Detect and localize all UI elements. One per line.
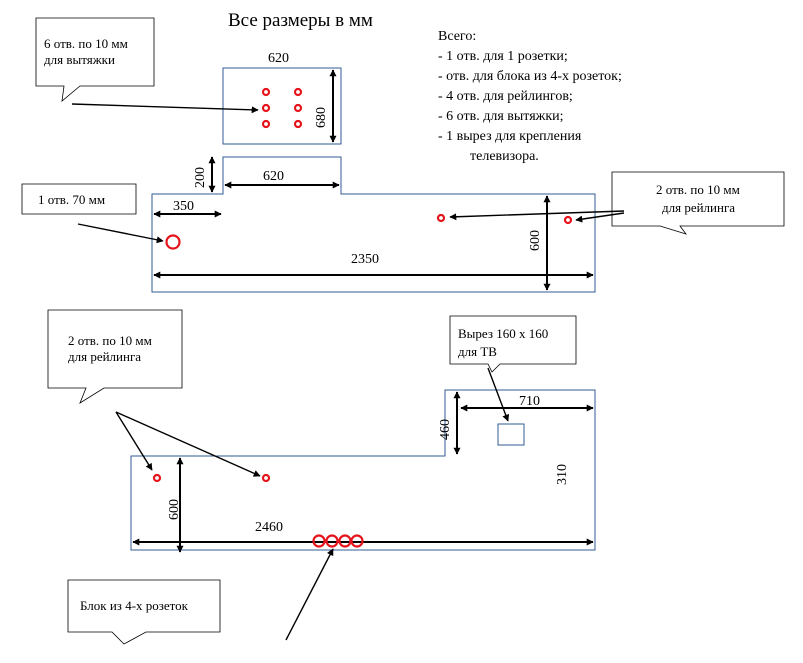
callout-socket-line: 1 отв. 70 мм [38, 192, 105, 207]
callout-rail-bottom-line: для рейлинга [68, 349, 141, 364]
callout-hood: 6 отв. по 10 мм для вытяжки [35, 17, 155, 102]
summary-line: телевизора. [470, 149, 539, 164]
hole-socket-70mm [165, 234, 181, 250]
leader-socket [77, 223, 164, 244]
hole-rail [152, 473, 162, 483]
hole-hood [261, 103, 271, 113]
hole-socket-block [312, 534, 326, 548]
hole-hood [293, 87, 303, 97]
leader-hood [71, 103, 259, 114]
dim-bottom-panel-height: 600 [167, 499, 182, 520]
hole-rail [563, 215, 573, 225]
dim-bottom-right-height: 310 [555, 464, 570, 485]
hole-hood [261, 119, 271, 129]
dim-bottom-panel-width: 2460 [255, 520, 283, 535]
callout-hood-line: 6 отв. по 10 мм [44, 36, 128, 51]
callout-rail-bottom: 2 отв. по 10 мм для рейлинга [47, 309, 183, 404]
socket-block-holes [312, 534, 364, 548]
bottom-wall-panel [130, 389, 596, 551]
summary-line: - 4 отв. для рейлингов; [438, 89, 573, 104]
hole-socket-block [325, 534, 339, 548]
hood-holes [261, 87, 303, 129]
leader-tv [487, 367, 510, 422]
top-wall-panel [151, 156, 596, 293]
leader-rail-bottom [115, 411, 261, 477]
hole-hood [293, 119, 303, 129]
diagram-title: Все размеры в мм [228, 10, 373, 31]
callout-rail-top-line: для рейлинга [662, 200, 735, 215]
dim-top-panel-height: 600 [528, 230, 543, 251]
leader-block [285, 548, 334, 641]
hole-rail [261, 473, 271, 483]
callout-rail-top-line: 2 отв. по 10 мм [656, 182, 740, 197]
dim-socket-offset: 350 [173, 199, 194, 214]
dim-top-panel-width: 2350 [351, 252, 379, 267]
callout-hood-line: для вытяжки [44, 52, 115, 67]
hole-hood [293, 103, 303, 113]
summary-line: - отв. для блока из 4-х розеток; [438, 69, 622, 84]
hole-rail [436, 213, 446, 223]
callout-tv-line: Вырез 160 х 160 [458, 326, 548, 341]
summary-heading: Всего: [438, 29, 476, 44]
callout-rail-top: 2 отв. по 10 мм для рейлинга [611, 171, 785, 235]
hole-socket-block [350, 534, 364, 548]
summary-line: - 1 отв. для 1 розетки; [438, 49, 568, 64]
dim-hood-height: 680 [314, 107, 329, 128]
callout-tv-line: для ТВ [458, 344, 497, 359]
dim-bottom-step-width: 710 [519, 394, 540, 409]
leader-rail-bottom [115, 411, 153, 471]
callout-block-line: Блок из 4-х розеток [80, 598, 189, 613]
dim-step-height: 200 [193, 167, 208, 188]
callout-socket: 1 отв. 70 мм [21, 183, 137, 215]
dim-bottom-step-height: 460 [438, 419, 453, 440]
summary-block: Всего: - 1 отв. для 1 розетки; - отв. дл… [438, 29, 622, 164]
tv-cutout [497, 423, 525, 446]
hole-hood [261, 87, 271, 97]
leader-rail-top [449, 210, 625, 221]
callout-tv: Вырез 160 х 160 для ТВ [449, 315, 577, 373]
callout-block: Блок из 4-х розеток [67, 579, 221, 645]
dim-hood-width: 620 [268, 51, 289, 66]
callout-rail-bottom-line: 2 отв. по 10 мм [68, 333, 152, 348]
summary-line: - 6 отв. для вытяжки; [438, 109, 564, 124]
leader-rail-top [575, 212, 625, 223]
hood-panel [222, 67, 342, 145]
dim-step-width: 620 [263, 169, 284, 184]
summary-line: - 1 вырез для крепления [438, 129, 582, 144]
